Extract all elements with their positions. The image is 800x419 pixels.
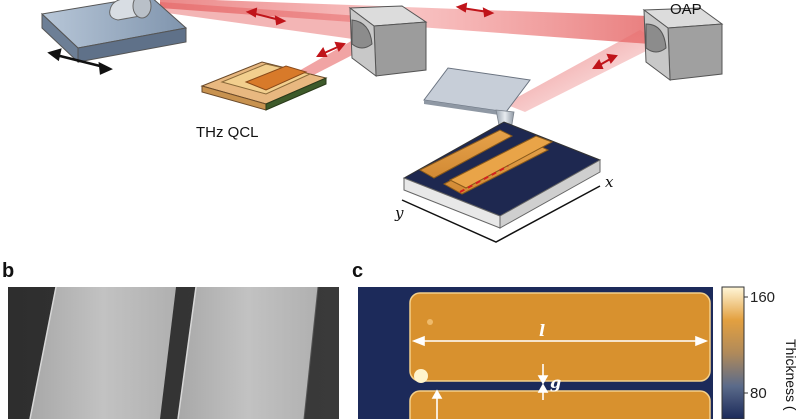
panel-a: OAP THz QCL x y <box>40 0 724 243</box>
mirror-middle <box>348 5 428 78</box>
afm-map-strip-top <box>409 292 711 382</box>
colorbar-tick-80: 80 <box>750 385 767 402</box>
afm-map-strip-bottom <box>409 390 711 419</box>
afm-map-particle <box>414 369 428 383</box>
oap-label: OAP <box>670 1 702 18</box>
gap-arrows <box>431 364 549 419</box>
panel-b: b <box>2 260 339 419</box>
colorbar-title: Thickness ( <box>783 339 799 411</box>
axis-x-label: x <box>605 173 614 191</box>
thz-qcl <box>200 61 328 111</box>
gap-label: g <box>550 373 561 392</box>
sem-strip-right <box>178 287 318 419</box>
beam-stage-to-mirror <box>160 2 360 40</box>
sample <box>402 121 602 229</box>
colorbar-tick-160: 160 <box>750 289 775 306</box>
beam-qcl-to-mirror <box>290 36 366 82</box>
beam-arrow-2 <box>455 2 495 18</box>
sem-strip-left <box>30 287 176 419</box>
colorbar <box>721 286 745 419</box>
translation-stage <box>40 0 188 64</box>
panel-c: c l g 160 80 Thickness ( <box>352 260 799 419</box>
panel-c-letter: c <box>352 260 363 282</box>
panel-b-letter: b <box>2 260 14 282</box>
mirror-oap <box>642 7 724 82</box>
length-label: l <box>539 321 545 340</box>
sample-axes <box>401 185 601 243</box>
beam-arrow-4 <box>592 53 618 69</box>
beam-arrow-1 <box>245 7 287 26</box>
beam-oap-to-tip <box>505 30 660 112</box>
axis-y-label: y <box>394 204 404 222</box>
length-arrow <box>411 335 709 347</box>
stage-motion-arrow <box>47 48 113 75</box>
beam-arrow-3 <box>316 41 346 57</box>
qcl-label: THz QCL <box>196 124 259 141</box>
afm-cantilever <box>423 67 531 161</box>
